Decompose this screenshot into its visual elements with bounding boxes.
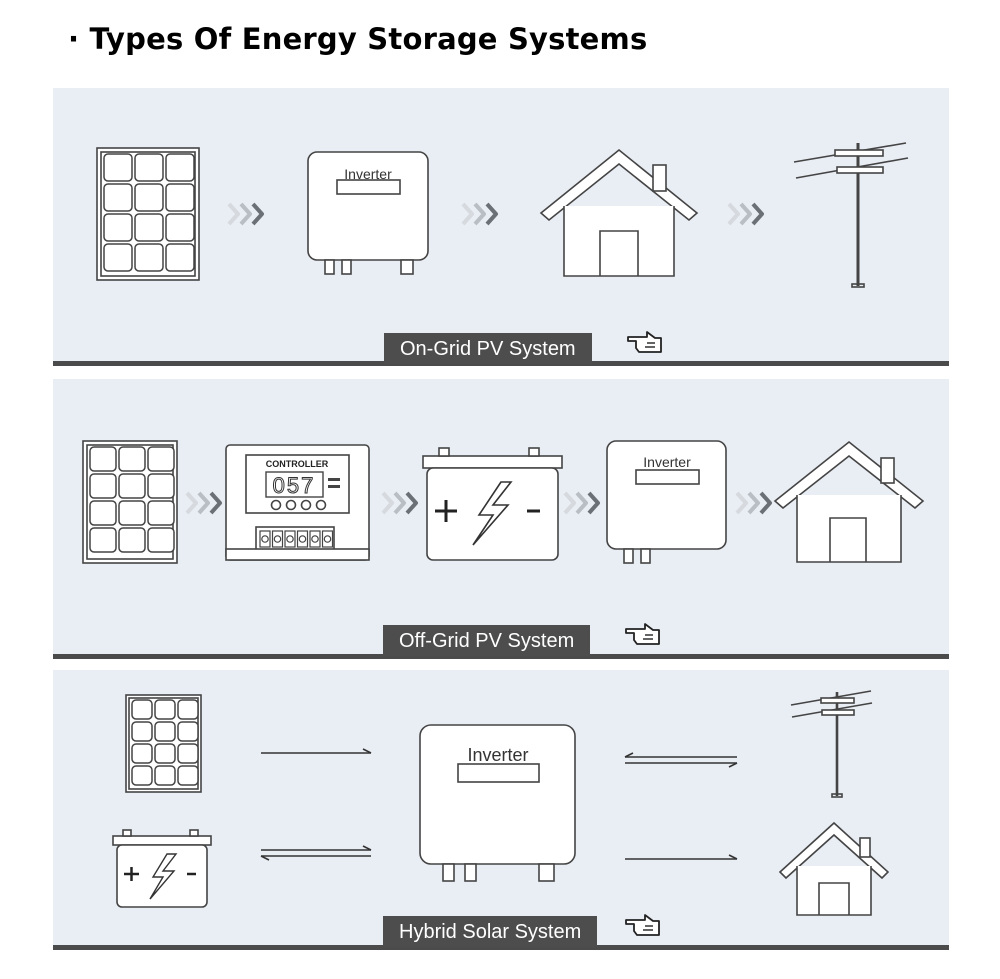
inverter-icon [419,724,576,882]
off-grid-diagram: CONTROLLER 057 Inverter [82,440,925,564]
controller-display: 057 [273,473,316,498]
triple-chevron-icon [381,491,418,515]
arrow-right-icon [261,748,372,754]
hybrid-diagram: Inverter [112,690,890,916]
solar-cell [103,213,133,242]
solar-cell [165,243,195,272]
solar-cell [177,765,199,786]
utility-pole-icon [790,690,873,798]
arrow-right-icon [625,854,738,860]
inverter-label: Inverter [467,745,528,765]
solar-cell [147,473,175,499]
solar-cell [103,153,133,182]
solar-cell [154,721,176,742]
solar-cell [165,183,195,212]
battery-icon [422,447,563,561]
solar-cell [118,446,146,472]
utility-pole-icon [793,142,909,288]
solar-cell [118,473,146,499]
off-grid-panel: CONTROLLER 057 Inverter Off-Grid PV Syst… [53,379,949,659]
solar-cell [89,446,117,472]
on-grid-label: On-Grid PV System [384,333,592,364]
inverter-label: Inverter [344,166,392,182]
solar-cell [131,699,153,720]
hybrid-label: Hybrid Solar System [383,916,598,947]
solar-cell [131,765,153,786]
triple-chevron-icon [227,202,264,226]
solar-cell [165,213,195,242]
inverter-icon [606,440,727,564]
house-icon [773,440,925,563]
solar-cell [103,243,133,272]
solar-cell [154,765,176,786]
solar-cell [89,500,117,526]
triple-chevron-icon [727,202,764,226]
solar-cell [89,527,117,553]
triple-chevron-icon [735,491,772,515]
solar-cell [154,743,176,764]
pointing-hand-icon [627,331,662,353]
triple-chevron-icon [563,491,600,515]
triple-chevron-icon [461,202,498,226]
solar-cell [147,446,175,472]
solar-cell [177,743,199,764]
battery-icon [112,829,212,908]
on-grid-diagram: Inverter [96,142,909,288]
pointing-hand-icon [625,623,660,645]
solar-cell [131,743,153,764]
solar-cell [147,527,175,553]
solar-cell [165,153,195,182]
controller-label: CONTROLLER [266,459,329,469]
bidirectional-arrow-icon [624,752,738,768]
solar-cell [147,500,175,526]
page-title: · Types Of Energy Storage Systems [68,22,648,56]
solar-cell [177,699,199,720]
hybrid-panel: Inverter Hybrid Solar System [53,670,949,950]
triple-chevron-icon [185,491,222,515]
house-icon [539,148,699,277]
solar-cell [134,213,164,242]
house-icon [778,821,890,916]
inverter-icon [307,151,429,275]
solar-cell [118,500,146,526]
solar-cell [118,527,146,553]
solar-cell [134,183,164,212]
solar-cell [134,243,164,272]
bidirectional-arrow-icon [260,845,372,861]
on-grid-panel: Inverter On-Grid PV System [53,88,949,366]
off-grid-label: Off-Grid PV System [383,625,591,656]
solar-cell [103,183,133,212]
solar-cell [134,153,164,182]
solar-cell [131,721,153,742]
solar-cell [177,721,199,742]
inverter-label: Inverter [643,454,691,470]
pointing-hand-icon [625,914,660,936]
solar-cell [89,473,117,499]
solar-cell [154,699,176,720]
